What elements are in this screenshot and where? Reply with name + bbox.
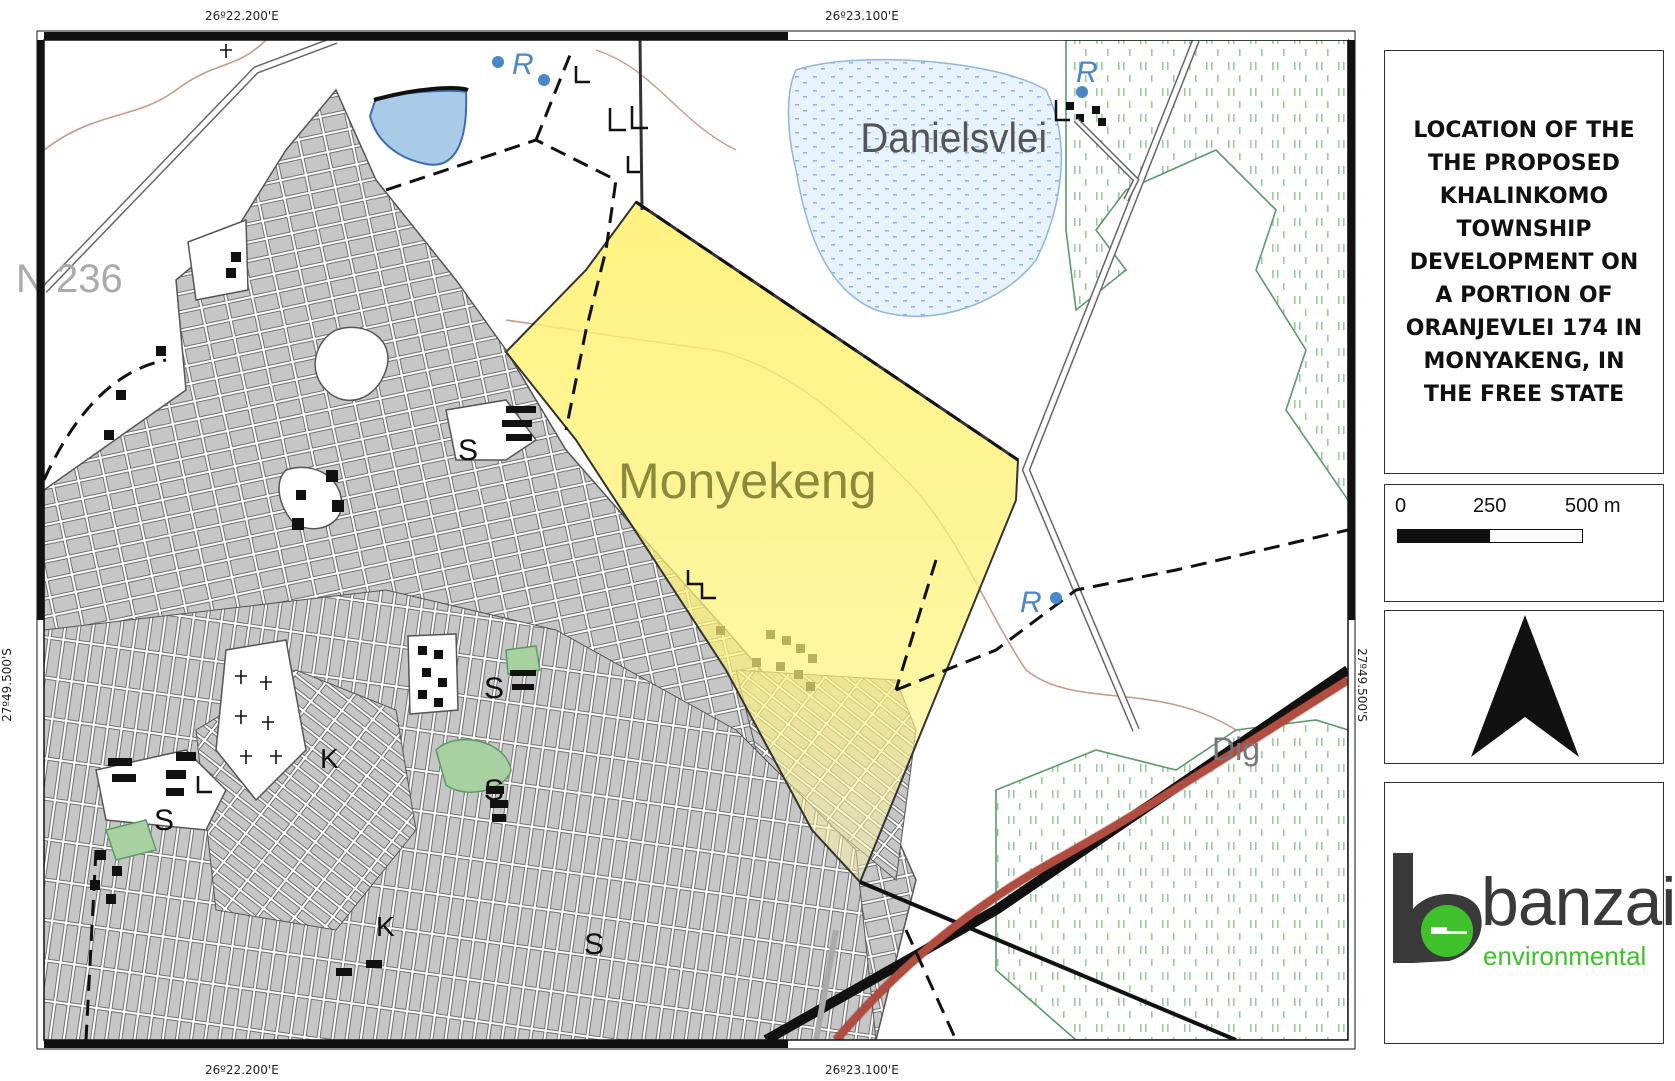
secondary-road xyxy=(832,676,1348,1040)
open-space xyxy=(187,218,249,301)
scale-tick-mid: 250 xyxy=(1473,495,1507,517)
park-green xyxy=(505,645,541,675)
dashed-tracks xyxy=(44,49,1348,1040)
coord-top-right: 26º23.100'E xyxy=(825,9,899,23)
coord-bottom-right: 26º23.100'E xyxy=(825,1063,899,1077)
logo-panel: banzai environmental xyxy=(1384,782,1675,1044)
frame-bar-top xyxy=(44,32,788,40)
reservoir-points xyxy=(492,56,1088,604)
scale-bar-panel: 0 250 500 m xyxy=(1384,484,1664,602)
frame-bar-bottom xyxy=(44,1040,788,1048)
open-space xyxy=(407,633,459,715)
scale-bar-black-segment xyxy=(1398,530,1490,542)
logo-tagline: environmental xyxy=(1483,941,1647,971)
coord-left-side: 27º49.500'S xyxy=(0,648,14,722)
proposed-site-polygon[interactable] xyxy=(504,200,1020,884)
school-grounds xyxy=(445,399,538,461)
map-title: LOCATION OF THE THE PROPOSED KHALINKOMO … xyxy=(1405,117,1643,407)
wetland-area xyxy=(787,58,1063,318)
label-reservoir: R xyxy=(1076,56,1098,89)
frame-bar-top xyxy=(788,32,1348,40)
park-green xyxy=(105,819,157,861)
main-road xyxy=(859,880,1237,1040)
contour-line xyxy=(44,40,267,151)
label-school: S xyxy=(154,804,174,837)
district-road-inner xyxy=(44,40,337,292)
district-road-inner xyxy=(1023,40,1199,731)
contour-line xyxy=(595,49,737,151)
vegetation-area xyxy=(995,719,1348,1040)
label-clinic: K xyxy=(320,743,339,774)
dam-wall xyxy=(373,86,469,102)
grey-road xyxy=(813,929,839,1040)
label-school: S xyxy=(484,774,504,807)
dam-water xyxy=(368,89,468,166)
label-reservoir: R xyxy=(512,48,534,81)
scale-tick-0: 0 xyxy=(1395,495,1407,517)
title-panel: LOCATION OF THE THE PROPOSED KHALINKOMO … xyxy=(1384,50,1664,474)
scale-tick-end: 500 m xyxy=(1565,495,1621,517)
topographic-map[interactable]: Monyekeng Danielsvlei N 236 Dig R R R S … xyxy=(16,30,1356,1050)
coord-right-side: 27º49.500'S xyxy=(1354,648,1369,722)
label-reservoir: R xyxy=(1020,586,1042,619)
label-road-number: N 236 xyxy=(16,257,123,301)
vegetation-area xyxy=(1065,40,1348,502)
banzai-logo-icon xyxy=(1393,853,1482,963)
label-school: S xyxy=(584,928,604,961)
scale-bar xyxy=(1397,529,1583,543)
label-clinic: K xyxy=(376,911,395,942)
open-space xyxy=(278,466,343,530)
cemetery-crosses xyxy=(220,44,282,764)
district-road-inner xyxy=(1074,118,1138,201)
district-road xyxy=(638,40,644,211)
coord-bottom-left: 26º22.200'E xyxy=(205,1063,279,1077)
frame-bar-left xyxy=(37,40,44,620)
label-partial: Dig xyxy=(1212,731,1260,767)
frame-bar-right xyxy=(1348,40,1355,620)
open-space xyxy=(314,326,389,401)
open-space xyxy=(95,749,227,831)
north-arrow-icon xyxy=(1471,615,1579,757)
north-arrow-panel xyxy=(1384,610,1664,764)
logo-name: banzai xyxy=(1481,864,1675,940)
label-school: S xyxy=(484,672,504,705)
label-school: S xyxy=(458,434,478,467)
label-danielsvlei: Danielsvlei xyxy=(860,113,1047,161)
cemetery xyxy=(215,639,307,802)
coord-top-left: 26º22.200'E xyxy=(205,9,279,23)
label-monyekeng: Monyekeng xyxy=(618,453,877,509)
ruin-symbols xyxy=(196,66,1070,794)
secondary-road-casing xyxy=(832,675,1348,1040)
park-green xyxy=(435,738,512,793)
map-frame[interactable]: Monyekeng Danielsvlei N 236 Dig R R R S … xyxy=(16,30,1356,1050)
